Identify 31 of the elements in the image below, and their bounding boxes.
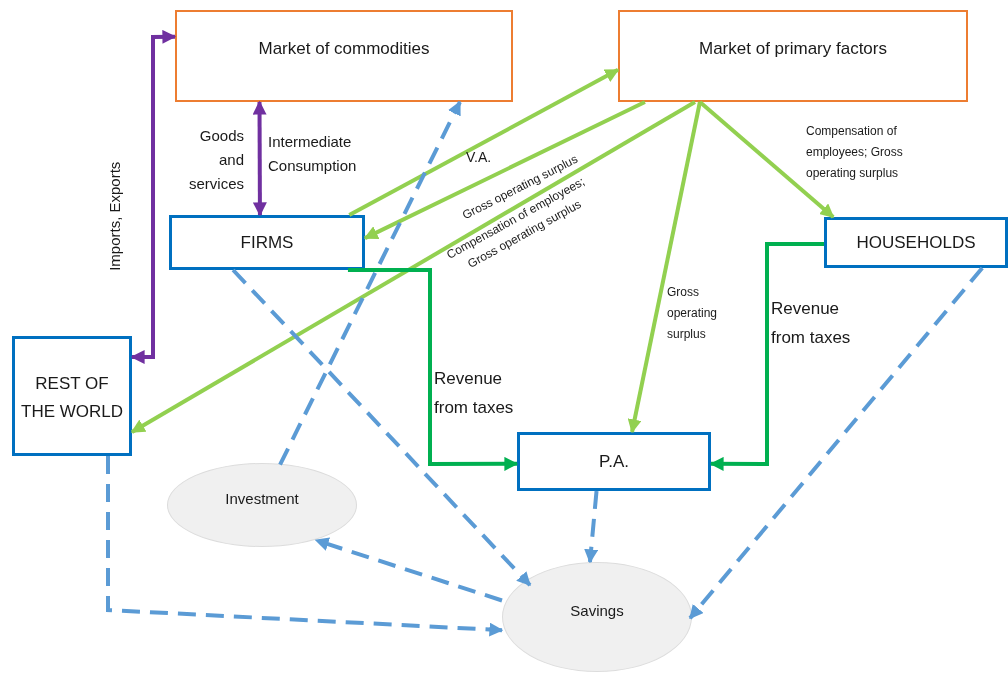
sector-box: P.A. [517,432,711,491]
arrow [363,100,646,240]
dashed-arrow [278,100,462,466]
dashed-arrow [231,268,532,587]
arrow [348,68,620,217]
flow-ellipse: Investment [167,463,357,547]
dashed-arrow [584,490,599,564]
dashed-arrow [688,266,984,620]
arrow [130,100,696,434]
arrow [252,100,267,217]
arrow [627,101,702,434]
edge-label: V.A. [466,148,493,167]
arrow [130,29,177,364]
market-box: Market of commodities [175,10,513,102]
flow-label: Goods and services [188,126,244,194]
sector-box: HOUSEHOLDS [824,217,1008,268]
edge-label: Imports, Exports [104,160,124,273]
arrow [709,242,824,471]
sector-box: REST OF THE WORLD [12,336,132,456]
dashed-arrow [106,456,504,637]
sector-box: FIRMS [169,215,365,270]
edge-label: Revenue from taxes [434,368,515,419]
arrow [347,268,519,471]
market-box: Market of primary factors [618,10,968,102]
edge-label: Revenue from taxes [771,298,852,349]
arrow [698,100,835,219]
edge-label: Intermediate Consumption [268,132,358,176]
edge-label: Gross operating surplus [667,284,719,343]
flow-ellipse: Savings [502,562,692,672]
edge-label: Compensation of employees; Gross operating surplus [806,123,904,182]
dashed-arrow [314,537,503,603]
